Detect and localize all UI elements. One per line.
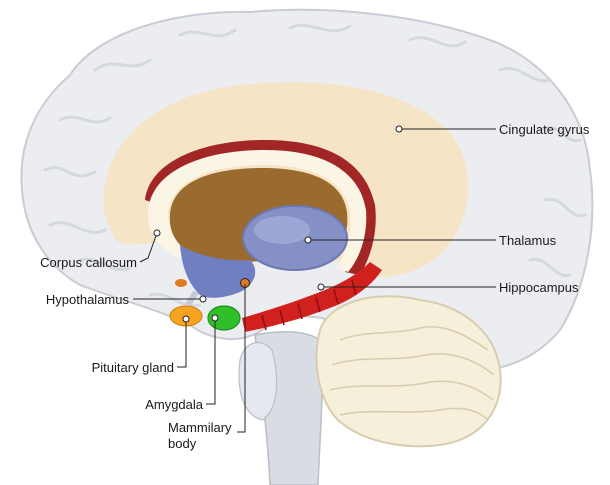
label-mammilary-body-line1: Mammilary: [168, 420, 232, 435]
label-thalamus: Thalamus: [499, 233, 557, 248]
label-hippocampus: Hippocampus: [499, 280, 579, 295]
optic-chiasm: [175, 279, 187, 287]
label-cingulate-gyrus: Cingulate gyrus: [499, 122, 590, 137]
label-mammilary-body-line2: body: [168, 436, 197, 451]
label-corpus-callosum: Corpus callosum: [40, 255, 137, 270]
label-pituitary-gland: Pituitary gland: [92, 360, 174, 375]
label-hypothalamus: Hypothalamus: [46, 292, 130, 307]
thalamus-highlight: [254, 216, 310, 244]
label-amygdala: Amygdala: [145, 397, 204, 412]
